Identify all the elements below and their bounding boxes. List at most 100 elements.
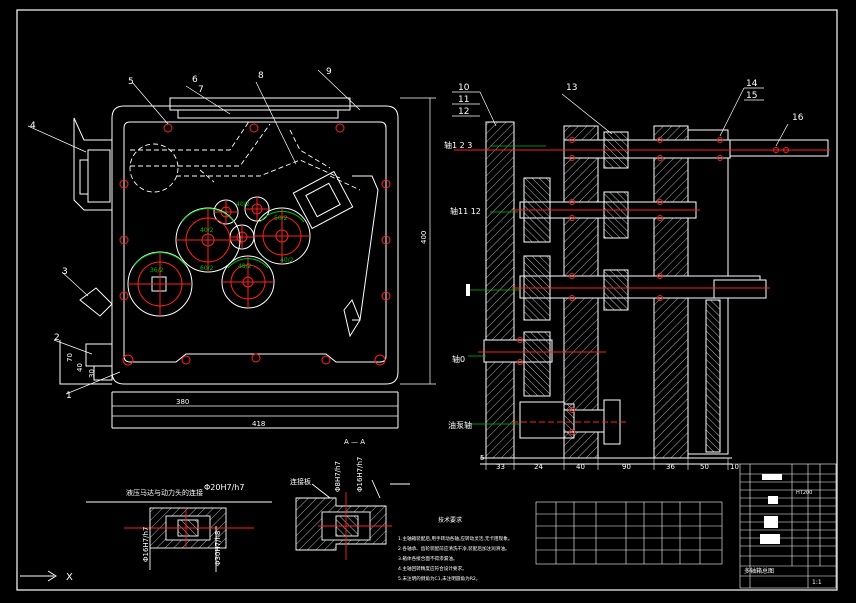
gear-bottom-left: [127, 251, 193, 317]
shaft-main: [512, 255, 770, 321]
gear-center: [229, 224, 255, 250]
internal-motor: [292, 170, 354, 230]
section-aa-fit2: Φ16H7/h7: [356, 457, 364, 492]
balloon-2: 2: [54, 333, 60, 343]
balloon-14: 14: [746, 79, 758, 89]
shaft-11-12: [512, 177, 700, 243]
side-view-dim-text: 5 33 24 40 90 36 50 10: [480, 454, 739, 471]
motor-body: [87, 149, 111, 203]
detail-hydraulic-fit-main: Φ20H7/h7: [204, 483, 244, 492]
motor-bracket: [73, 117, 112, 211]
front-view-leaders: [27, 69, 361, 395]
front-view-dim-text: 400 380 418 70 40 30: [66, 231, 428, 428]
sheet-border: [16, 9, 838, 591]
gear-label-2: 40/2: [236, 201, 250, 208]
shaft-1-2-3: [454, 131, 830, 169]
gear-label-4: 60/2: [200, 265, 214, 272]
shaft-label-1-2-3: 轴1 2 3: [444, 140, 472, 150]
tech-note-3: 3.箱体各接合面不得渗漏油。: [398, 555, 458, 562]
dim-40: 40: [76, 363, 84, 372]
wall-right-inner: [705, 299, 721, 453]
shaft-pump: [512, 399, 626, 445]
gear-upper-right: [244, 196, 270, 222]
detail-hydraulic-connection: [86, 501, 272, 572]
gear-upper-left: [213, 199, 239, 225]
dim-width-inner: 380: [176, 398, 189, 406]
section-aa-fit1: Φ8H7/h7: [334, 461, 342, 492]
housing-bolts: [119, 123, 391, 366]
front-view-hidden-lines: [129, 119, 361, 193]
balloon-7: 7: [198, 85, 204, 95]
section-aa-leader: 连接板: [290, 477, 311, 486]
tech-notes-heading: 技术要求: [438, 516, 462, 524]
shafts: [454, 131, 830, 445]
side-dim-40: 40: [576, 463, 585, 471]
side-view-balloons: 10 11 12 13 14 15 16: [458, 79, 804, 123]
balloon-9: 9: [326, 67, 332, 77]
shaft-label-0: 轴0: [452, 354, 465, 364]
gear-bottom-right: [221, 255, 275, 309]
gear-train: [127, 196, 311, 317]
balloon-12: 12: [458, 107, 469, 117]
balloon-13: 13: [566, 83, 577, 93]
housing-inner: [123, 121, 387, 363]
title-block-fills: [760, 474, 782, 544]
tech-note-2: 2.各轴承、齿轮装配前应清洗干净,装配后加注润滑油。: [398, 545, 510, 552]
inlet-pipe: [79, 287, 113, 317]
title-block: [739, 463, 837, 589]
gear-label-5: 36/2: [150, 267, 164, 274]
front-view: [59, 97, 399, 429]
detail-section-aa: [295, 479, 410, 560]
side-dim-90: 90: [622, 463, 631, 471]
balloon-11: 11: [458, 95, 469, 105]
bearing-markers: [517, 137, 789, 435]
detail-hydraulic-caption: 液压马达与动力头的连接: [126, 488, 203, 497]
detail-hydraulic-fit1: Φ16H7/h7: [142, 527, 150, 562]
balloon-4: 4: [30, 121, 36, 131]
dim-width-total: 418: [252, 420, 265, 428]
title-block-material: HT200: [796, 490, 812, 496]
balloon-8: 8: [258, 71, 264, 81]
shaft-label-pump: 油泵轴: [448, 420, 472, 430]
gear-label-6: 48/2: [238, 263, 252, 270]
tech-note-4: 4.主轴回转精度应符合设计要求。: [398, 565, 467, 572]
title-block-text: 多轴箱总图 1:1 HT200: [744, 490, 822, 586]
side-dim-10: 10: [730, 463, 739, 471]
dim-70: 70: [66, 353, 74, 362]
detail-hydraulic-fit2: Φ30H7/h8: [214, 531, 222, 566]
detail-hydraulic-text: 液压马达与动力头的连接 Φ20H7/h7 Φ16H7/h7 Φ30H7/h8: [126, 483, 244, 566]
top-cover: [169, 97, 351, 111]
side-dim-50: 50: [700, 463, 709, 471]
dim-30: 30: [88, 369, 96, 378]
dim-height: 400: [420, 231, 428, 244]
side-dim-5: 5: [480, 454, 484, 462]
gear-right: [253, 207, 311, 265]
technical-notes: 技术要求 1.主轴箱装配后,用手转动各轴,应转动灵活,无卡阻现象。 2.各轴承、…: [398, 516, 512, 582]
gear-labels: 40/2 40/2 50/2 60/2 36/2 48/2 40/2: [150, 201, 294, 274]
shaft-leaders: [468, 145, 546, 425]
gear-label-3: 50/2: [274, 215, 288, 222]
gear-label-1: 40/2: [200, 227, 214, 234]
balloon-10: 10: [458, 83, 470, 93]
balloon-3: 3: [62, 267, 68, 277]
gear-label-7: 40/2: [280, 257, 294, 264]
side-dim-33: 33: [496, 463, 505, 471]
tech-note-1: 1.主轴箱装配后,用手转动各轴,应转动灵活,无卡阻现象。: [398, 535, 512, 542]
gear-left: [175, 207, 241, 273]
parameter-table: [535, 501, 723, 565]
balloon-15: 15: [746, 91, 757, 101]
section-aa-title: A — A: [344, 438, 365, 446]
ucs-icon: [20, 570, 57, 582]
side-view-balloon-stack: [452, 87, 789, 147]
front-view-balloons: 1 2 3 4 5 6 7 8 9: [30, 67, 332, 401]
front-view-dimensions: [59, 97, 436, 417]
bottom-fitting: [85, 343, 113, 367]
shaft-0: [478, 331, 606, 397]
shaft-labels: 轴1 2 3 轴11 12 轴0 油泵轴: [444, 140, 481, 430]
balloon-6: 6: [192, 75, 198, 85]
top-cover-inner: [177, 109, 339, 119]
title-block-name: 多轴箱总图: [744, 567, 774, 575]
detail-section-aa-text: A — A 连接板 Φ8H7/h7 Φ16H7/h7: [290, 438, 365, 492]
